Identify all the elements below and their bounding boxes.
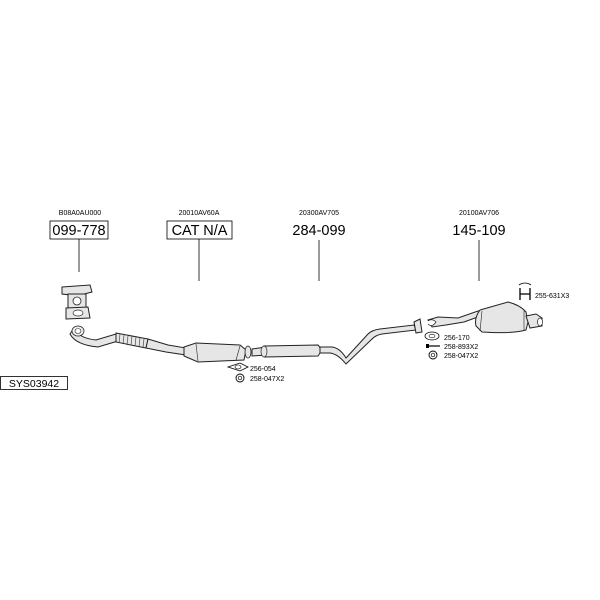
part-centre-silencer[interactable]: 20300AV705 284-099	[292, 210, 346, 281]
fitting-part-number: 258-047X2	[444, 353, 478, 360]
oem-code: 20300AV705	[299, 210, 339, 217]
gasket-icon	[226, 362, 249, 372]
part-number: 145-109	[452, 223, 505, 239]
oem-code: B08A0AU000	[59, 210, 102, 217]
hanger-fitting[interactable]: 255-631X3	[518, 282, 569, 300]
fitting-part-number: 258-893X2	[444, 344, 478, 351]
spring-icon	[235, 373, 245, 383]
system-code-label: SYS03942	[9, 378, 59, 390]
fitting-part-number: 256-170	[444, 335, 470, 342]
oem-code: 20010AV60A	[179, 210, 220, 217]
bolt-icon	[426, 344, 440, 348]
part-manifold[interactable]: B08A0AU000 099-778	[49, 210, 109, 272]
cat-fitting-group: 256-054 258-047X2	[226, 362, 284, 383]
gasket-icon	[424, 331, 440, 341]
centre-silencer-drawing	[251, 318, 423, 365]
rear-fitting-group: 256-170 258-893X2 258-047X2	[424, 331, 478, 360]
part-number-box	[166, 220, 233, 240]
hanger-part-number: 255-631X3	[535, 293, 569, 300]
part-rear-silencer[interactable]: 20100AV706 145-109	[452, 210, 506, 281]
spring-icon	[428, 350, 438, 360]
oem-code: 20100AV706	[459, 210, 499, 217]
fitting-item[interactable]: 256-054	[226, 362, 276, 373]
fitting-item[interactable]: 256-170	[424, 331, 470, 342]
rubber-hanger-icon	[518, 282, 532, 300]
part-number: 099-778	[52, 223, 105, 239]
front-pipe-drawing	[69, 325, 187, 356]
fitting-item[interactable]: 258-047X2	[428, 350, 478, 360]
catalytic-converter-drawing	[183, 342, 252, 363]
fitting-part-number: 258-047X2	[250, 376, 284, 383]
manifold-flange-drawing	[61, 284, 93, 320]
part-catalytic-converter[interactable]: 20010AV60A CAT N/A	[166, 210, 233, 281]
part-number: CAT N/A	[172, 223, 228, 239]
part-number: 284-099	[292, 223, 345, 239]
system-code-box	[0, 376, 68, 390]
system-code: SYS03942	[0, 376, 68, 390]
fitting-part-number: 256-054	[250, 366, 276, 373]
fitting-item[interactable]: 258-047X2	[235, 373, 284, 383]
rear-silencer-drawing	[427, 301, 543, 334]
fitting-item[interactable]: 258-893X2	[426, 344, 478, 351]
